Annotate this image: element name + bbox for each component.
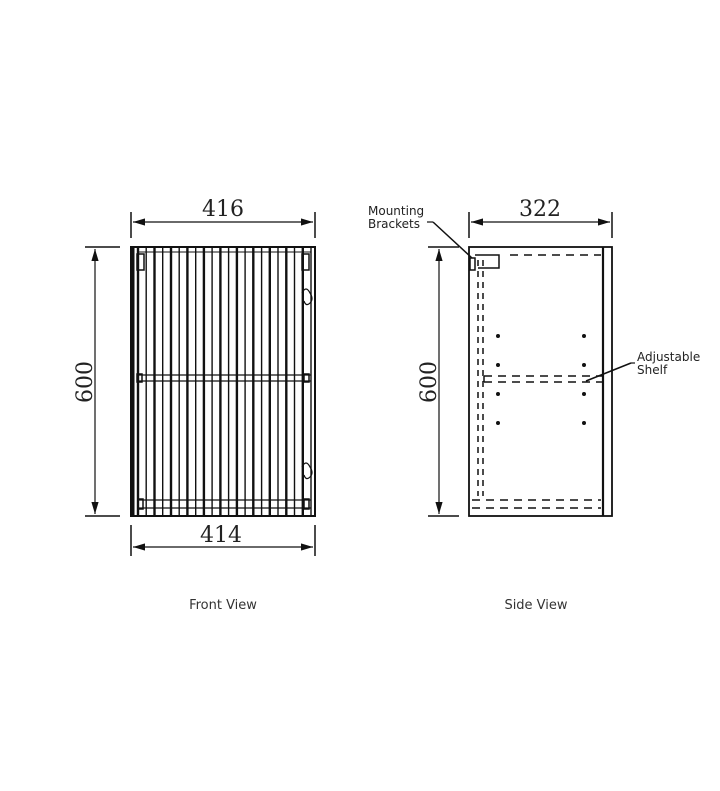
svg-text:Mounting: Mounting <box>368 204 424 218</box>
front-hinge-top-icon <box>301 288 313 306</box>
callout-mounting-brackets: Mounting Brackets <box>368 204 473 259</box>
front-hinge-bottom-icon <box>301 462 313 480</box>
shelf-pin-holes <box>496 334 586 425</box>
side-view: 322 600 <box>368 197 700 613</box>
side-view-caption: Side View <box>504 598 567 613</box>
front-cabinet-outline <box>130 246 316 517</box>
svg-text:Shelf: Shelf <box>637 363 668 377</box>
side-height-dimension: 600 <box>417 246 459 517</box>
front-width-bottom-dimension: 414 <box>130 523 316 556</box>
front-width-top-dimension: 416 <box>130 197 316 238</box>
svg-text:Adjustable: Adjustable <box>637 350 700 364</box>
side-depth-label: 322 <box>519 197 561 222</box>
front-view-caption: Front View <box>189 598 257 613</box>
side-adjustable-shelf <box>483 375 602 383</box>
front-shelf-hidden <box>136 373 311 383</box>
front-mounting-brackets <box>136 251 311 271</box>
front-height-dimension: 600 <box>73 246 120 517</box>
side-height-label: 600 <box>417 361 442 403</box>
front-bottom-rail <box>137 498 311 510</box>
side-depth-dimension: 322 <box>468 197 613 238</box>
side-cabinet-outline <box>468 246 613 517</box>
front-width-bottom-label: 414 <box>200 523 242 548</box>
svg-text:Brackets: Brackets <box>368 217 420 231</box>
callout-adjustable-shelf: Adjustable Shelf <box>585 350 700 382</box>
front-height-label: 600 <box>73 361 98 403</box>
side-mounting-bracket <box>469 254 500 271</box>
front-view: 416 600 <box>73 197 316 613</box>
front-width-top-label: 416 <box>202 197 244 222</box>
